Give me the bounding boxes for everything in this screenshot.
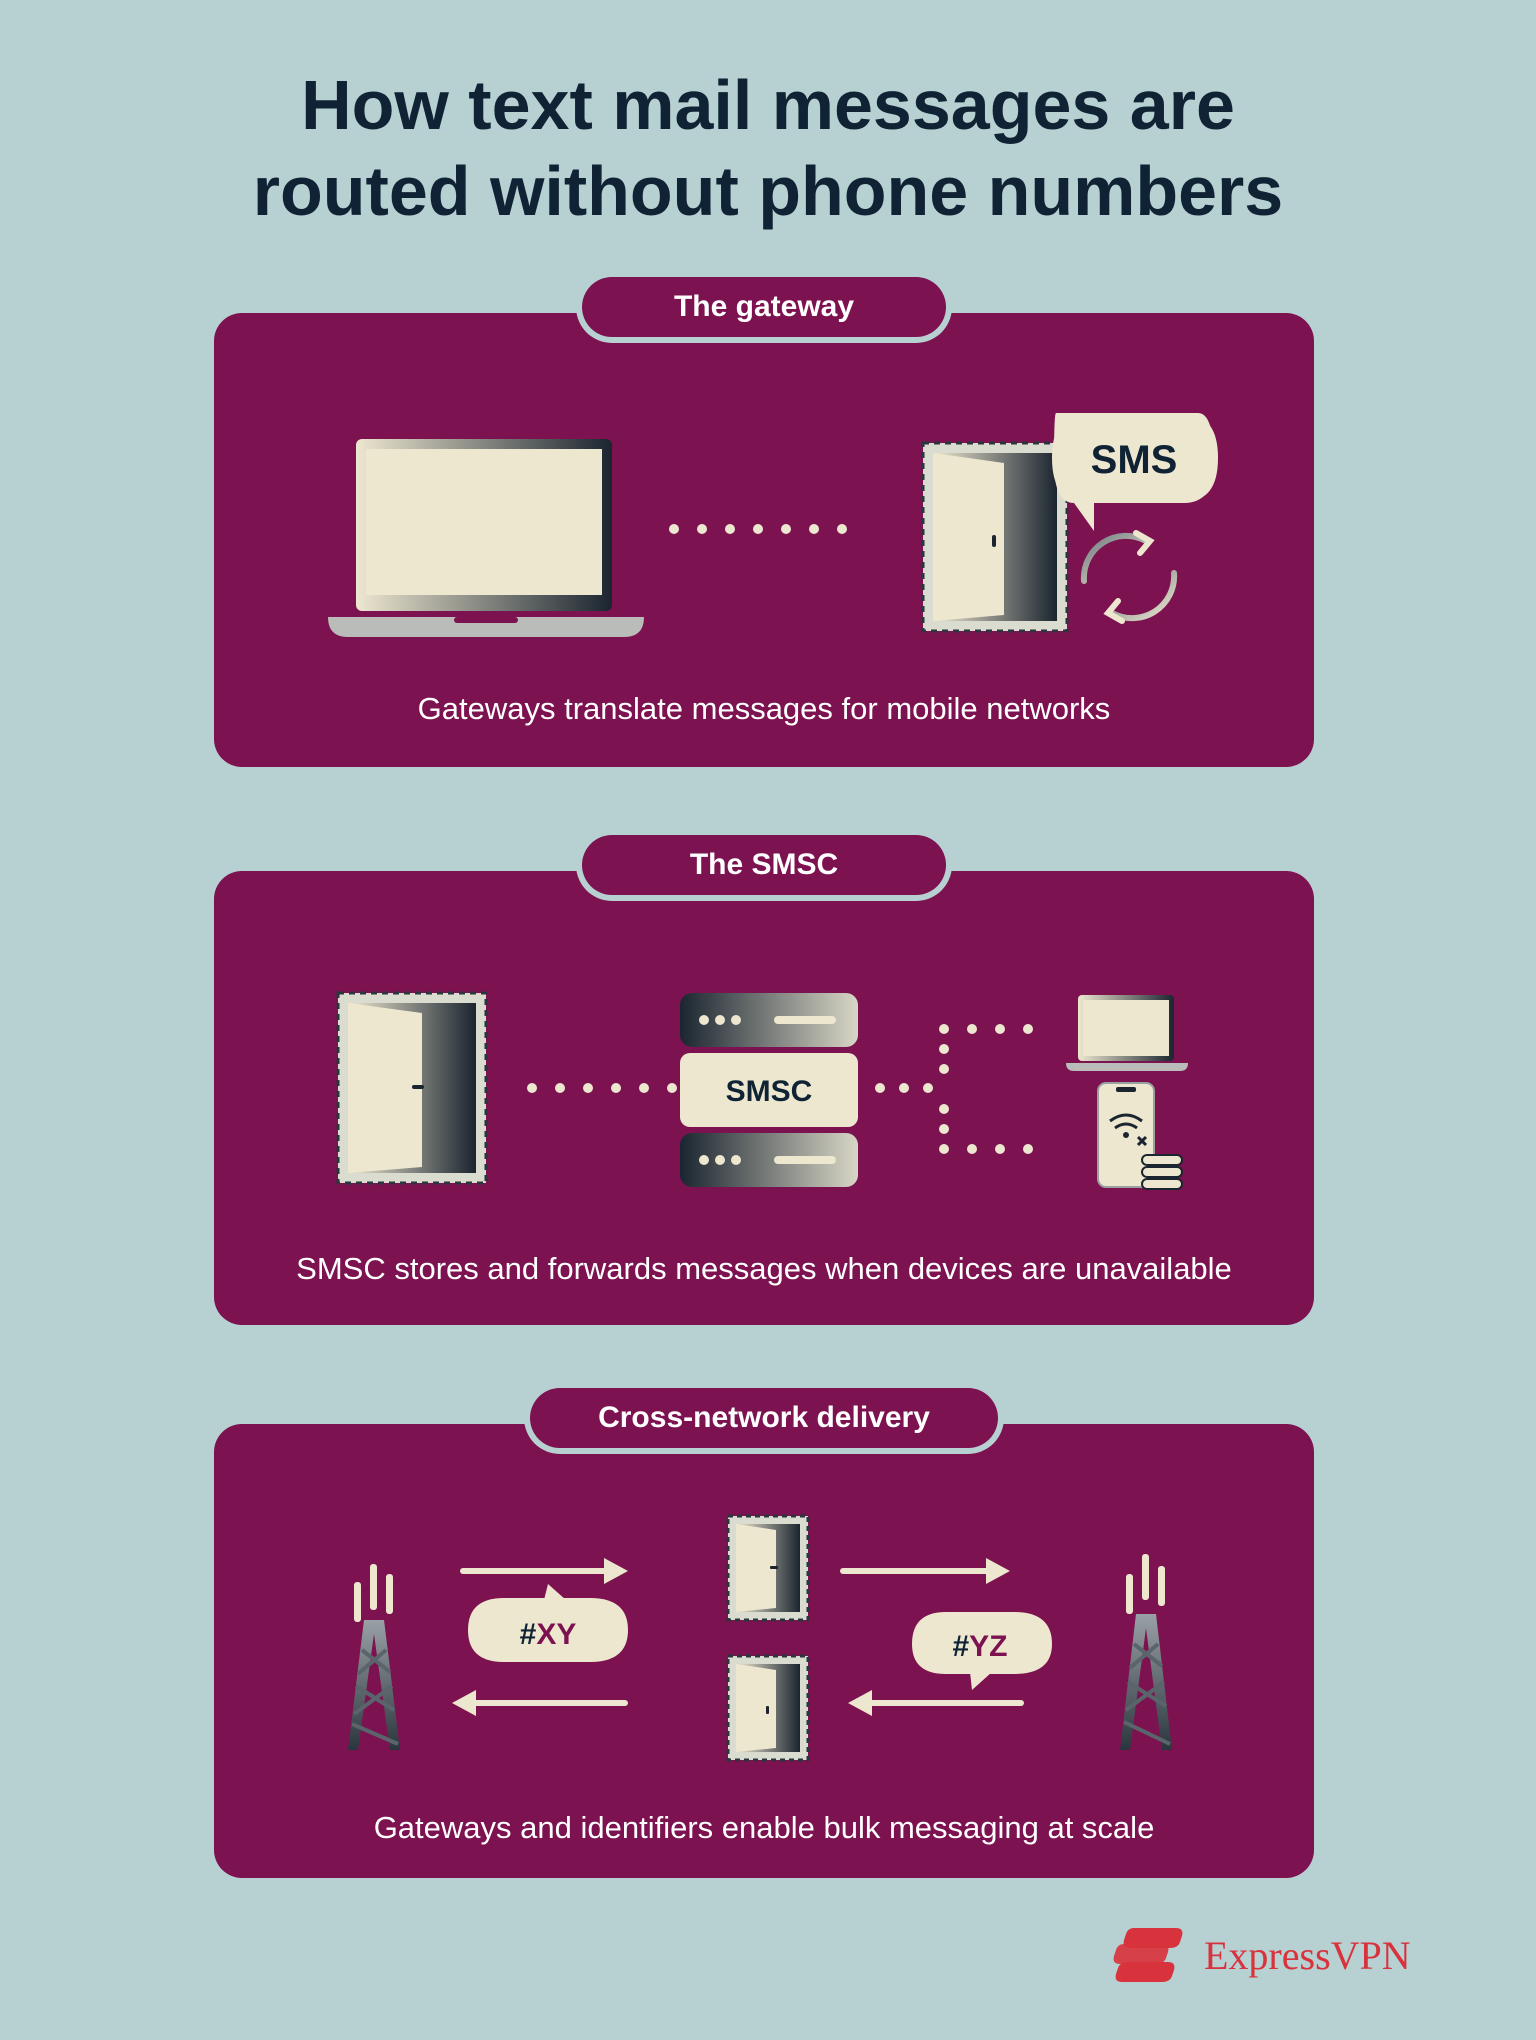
- laptop-icon: [1066, 995, 1188, 1071]
- gateway-tab-label: The gateway: [582, 277, 946, 337]
- arrow-left-icon: [848, 1690, 1024, 1716]
- phone-no-wifi-icon: [1097, 1082, 1155, 1188]
- smsc-caption: SMSC stores and forwards messages when d…: [296, 1251, 1232, 1286]
- door-icon: [336, 991, 488, 1185]
- dotted-connector: [527, 1083, 677, 1093]
- dotted-connector: [669, 524, 847, 534]
- door-icon: [726, 1514, 810, 1622]
- smsc-server-label: SMSC: [726, 1075, 813, 1108]
- cell-tower-icon: [1120, 1554, 1172, 1750]
- identifier-tag-right-text: #YZ: [952, 1630, 1007, 1663]
- title-line-2: routed without phone numbers: [252, 152, 1284, 230]
- expressvpn-logo-text: ExpressVPN: [1204, 1932, 1411, 1978]
- gateway-caption: Gateways translate messages for mobile n…: [417, 691, 1111, 726]
- smsc-illustration: SMSC: [336, 991, 1188, 1190]
- gateway-card: The gateway: [214, 271, 1314, 767]
- identifier-tag-left-text: #XY: [520, 1618, 577, 1651]
- laptop-icon: [328, 439, 644, 637]
- gateway-tab: The gateway: [576, 271, 952, 343]
- door-icon: [726, 1654, 810, 1762]
- tag-left-code: XY: [536, 1618, 576, 1651]
- expressvpn-logo-icon: [1113, 1928, 1183, 1982]
- cross-network-caption: Gateways and identifiers enable bulk mes…: [373, 1810, 1155, 1845]
- cell-tower-icon: [348, 1564, 400, 1750]
- sms-bubble-text: SMS: [1091, 438, 1178, 482]
- cross-network-card: Cross-network delivery: [214, 1382, 1314, 1878]
- speech-bubble-icon: [1052, 413, 1218, 531]
- tag-right-hash: #: [952, 1630, 969, 1663]
- identifier-tag-right: [912, 1612, 1052, 1690]
- cross-network-illustration: #XY #YZ: [348, 1514, 1172, 1762]
- title-line-1: How text mail messages are: [301, 66, 1235, 144]
- gateway-illustration: SMS: [328, 413, 1218, 637]
- branch-connector: [875, 1024, 1033, 1154]
- smsc-card: The SMSC: [214, 829, 1314, 1325]
- database-icon: [1141, 1154, 1183, 1190]
- server-stack-icon: [680, 993, 858, 1187]
- expressvpn-logo[interactable]: ExpressVPN: [1110, 1924, 1411, 1986]
- arrow-left-icon: [452, 1690, 628, 1716]
- door-icon: [921, 441, 1069, 633]
- tag-left-hash: #: [520, 1618, 537, 1651]
- arrow-right-icon: [840, 1558, 1010, 1584]
- arrow-right-icon: [460, 1558, 628, 1584]
- smsc-tab: The SMSC: [576, 829, 952, 901]
- tag-right-code: YZ: [969, 1630, 1007, 1663]
- refresh-cycle-icon: [1080, 530, 1178, 624]
- smsc-tab-label: The SMSC: [582, 835, 946, 895]
- cross-network-tab-label: Cross-network delivery: [530, 1388, 998, 1448]
- identifier-tag-left: [468, 1584, 628, 1662]
- cross-network-tab: Cross-network delivery: [524, 1382, 1004, 1454]
- page-title: How text mail messages are routed withou…: [0, 62, 1536, 234]
